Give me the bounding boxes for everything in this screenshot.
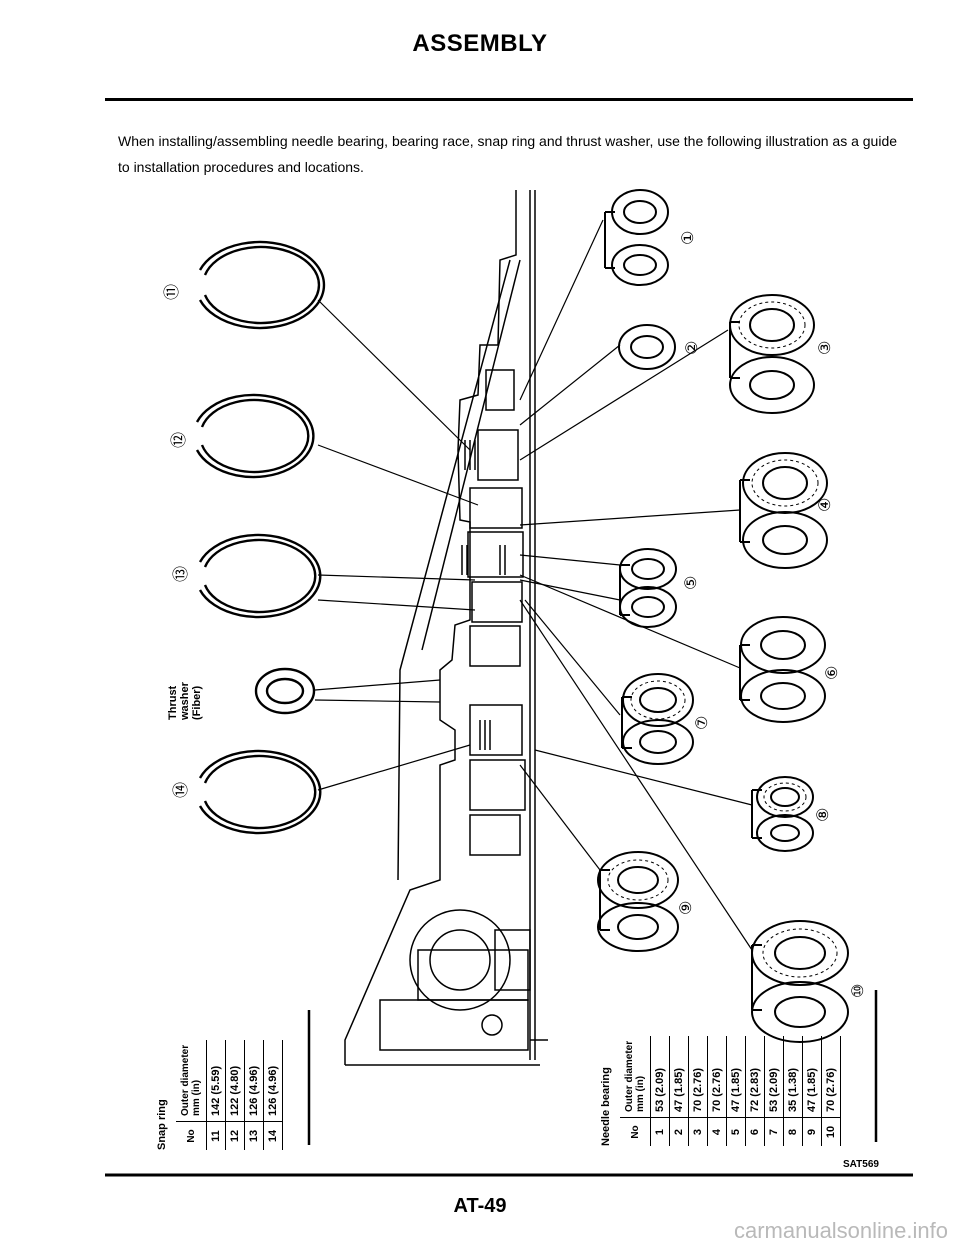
callout-12: ⑫ <box>171 431 188 448</box>
callout-3: ③ <box>817 340 834 355</box>
bearings-and-races <box>597 189 849 1043</box>
callout-4: ④ <box>817 497 834 512</box>
callout-9: ⑨ <box>678 900 695 915</box>
callout-2: ② <box>684 340 701 355</box>
callout-5: ⑤ <box>683 575 700 590</box>
watermark: carmanualsonline.info <box>733 1218 948 1243</box>
needle-bearing-caption: Needle bearing <box>600 1067 612 1146</box>
col-no: No <box>176 1121 207 1150</box>
callout-10: ⑩ <box>850 983 867 998</box>
figure-code: SAT569 <box>843 1159 879 1170</box>
callout-13: ⑬ <box>173 565 190 582</box>
needle-rollers <box>607 301 838 978</box>
page-title: ASSEMBLY <box>412 30 548 57</box>
page-number: AT-49 <box>453 1195 507 1217</box>
callout-14: ⑭ <box>173 781 190 798</box>
callout-8: ⑧ <box>815 807 832 822</box>
transmission-cutaway <box>344 190 548 1066</box>
top-rule <box>105 98 913 101</box>
col-no: No <box>620 1117 651 1146</box>
snap-rings <box>195 240 326 835</box>
callout-11: ⑪ <box>164 283 181 300</box>
snap-ring-caption: Snap ring <box>156 1099 168 1150</box>
leader-lines <box>314 219 753 951</box>
callout-7: ⑦ <box>694 715 711 730</box>
callout-1: ① <box>680 230 697 245</box>
callout-6: ⑥ <box>824 665 841 680</box>
intro-paragraph: When installing/assembling needle bearin… <box>118 133 898 175</box>
thrust-washer-label: Thrust washer (Fiber) <box>167 682 203 720</box>
